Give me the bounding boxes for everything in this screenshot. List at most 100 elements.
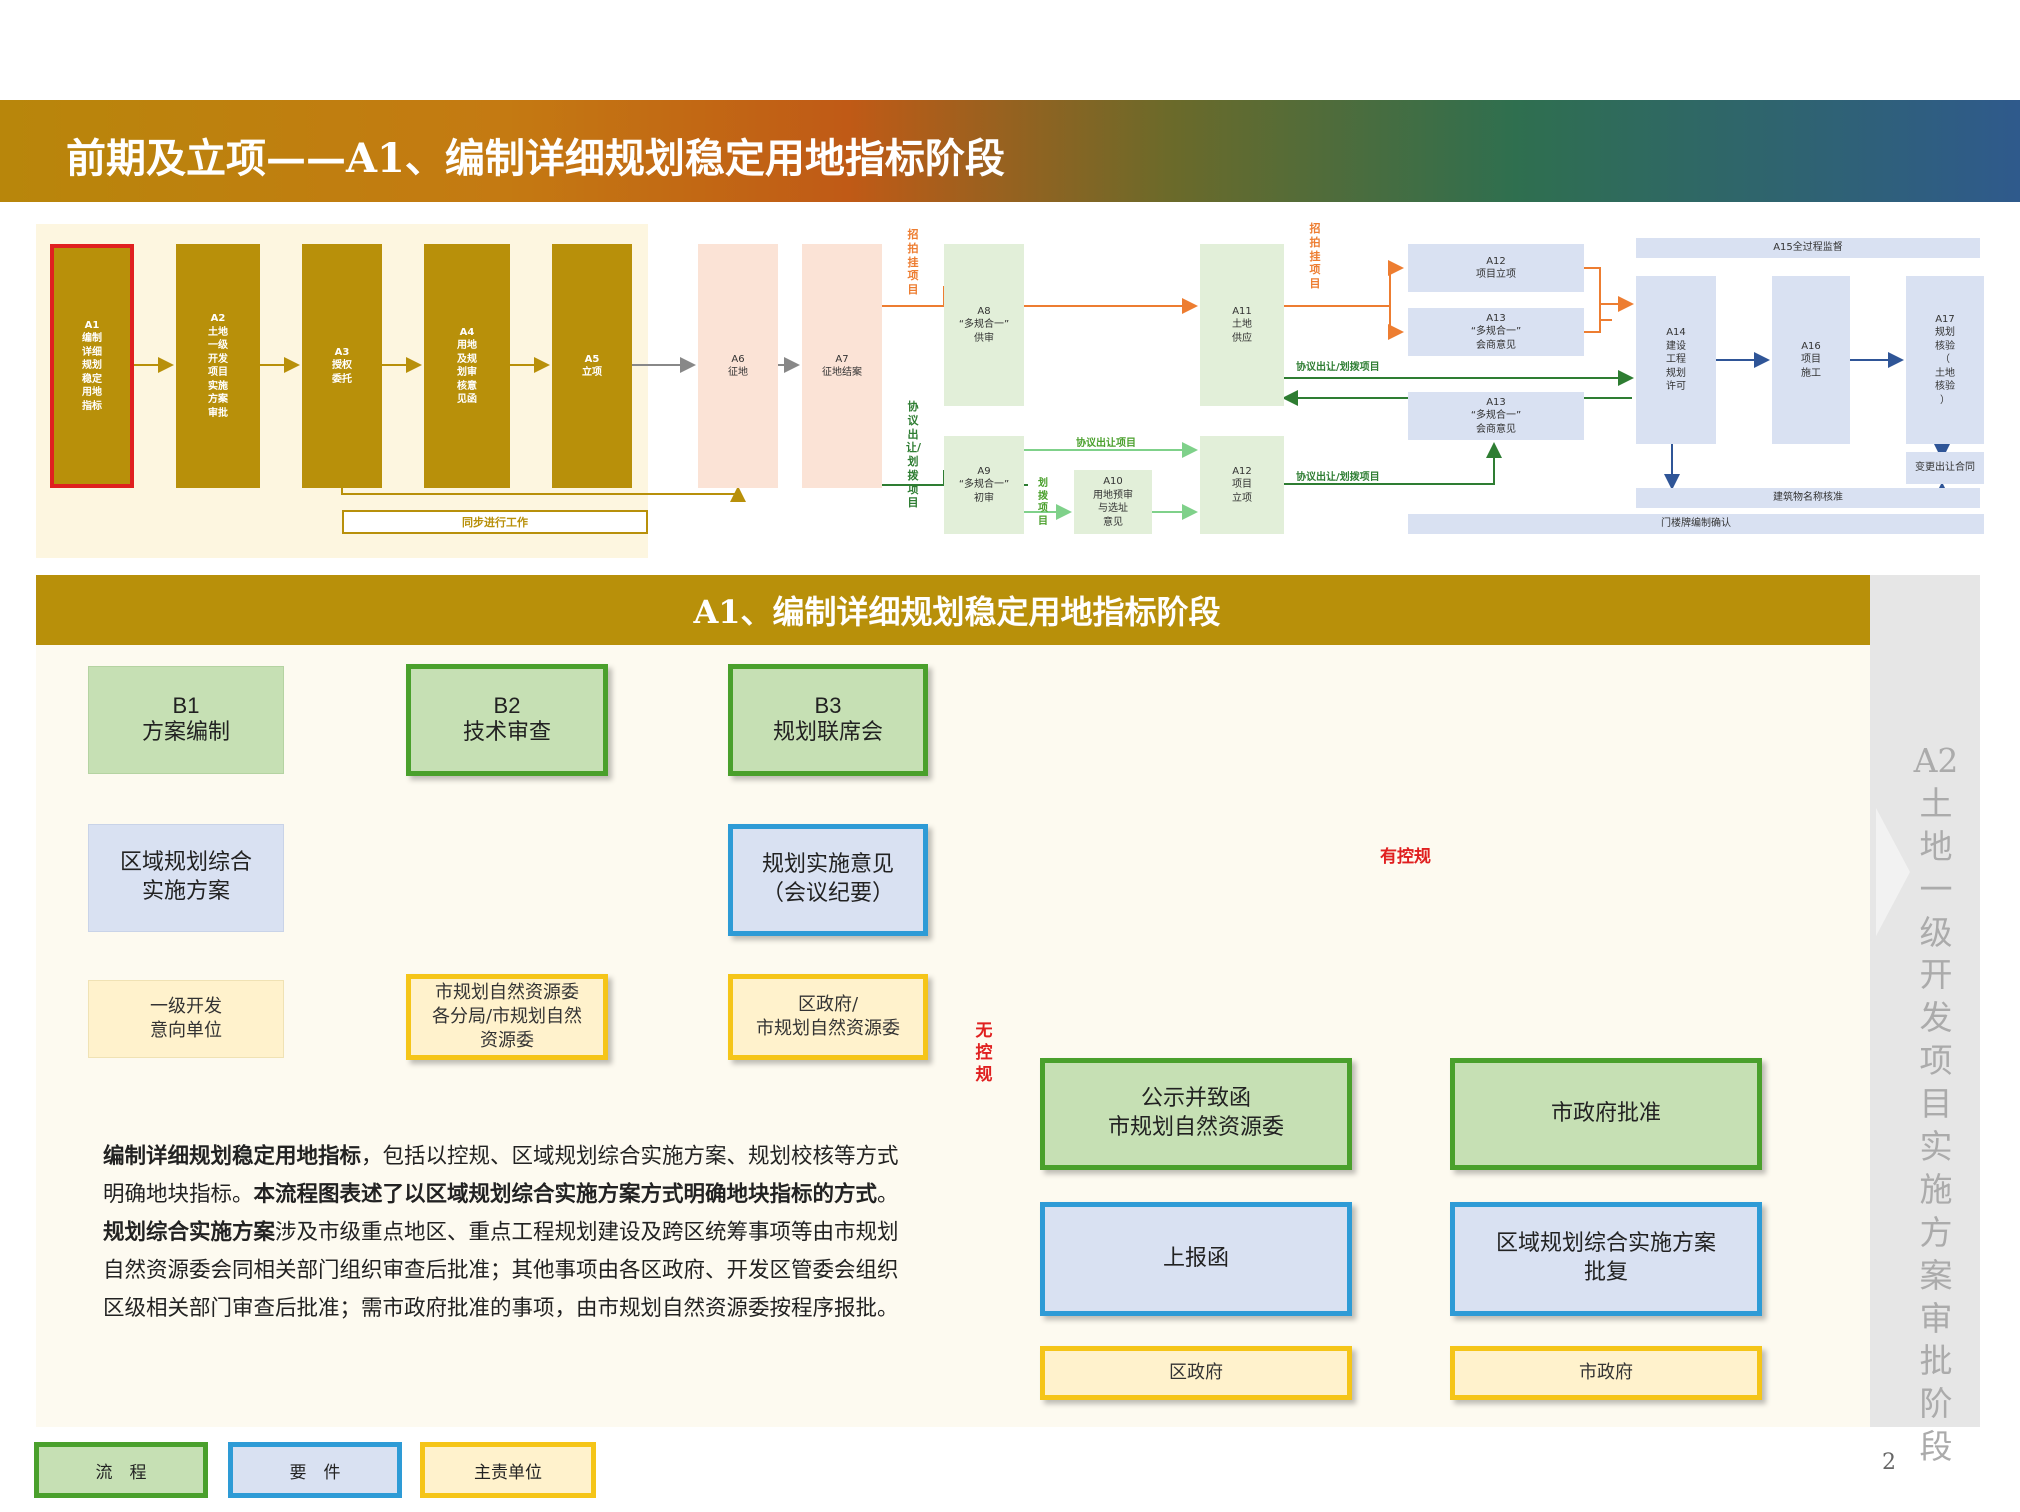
a17-label: A17 规划 核验 （ 土地 核验 ） [1935, 313, 1955, 406]
building-name-box[interactable]: 建筑物名称核准 [1636, 488, 1980, 508]
a6-label: A6 征地 [728, 353, 748, 379]
b2-label: 技术审查 [462, 719, 551, 745]
desc-p1-end: 。 [877, 1182, 899, 1207]
legend-element: 要 件 [228, 1442, 402, 1498]
desc-p1-text: ，包括以控规、区域规划综合实施方案、规划校核等方式明确地块指标。 [103, 1144, 899, 1207]
district-gov-label: 区政府 [1169, 1361, 1223, 1383]
publicity-label: 公示并致函 市规划自然资源委 [1107, 1086, 1284, 1140]
a3-label: A3 授权 委托 [332, 346, 352, 385]
b3-box[interactable]: B3 规划联席会 [728, 664, 928, 776]
a12-bottom-box[interactable]: A12 项目 立项 [1200, 436, 1284, 534]
xieyi-vertical-label: 协议出让/划拨项目 [906, 400, 922, 510]
city-gov-box[interactable]: 市政府 [1450, 1346, 1762, 1400]
zhaopai-label-2: 招拍挂项目 [1309, 222, 1321, 290]
a13-a-label: A13 “多规合一” 会商意见 [1470, 312, 1522, 351]
door-plate-box[interactable]: 门楼牌编制确认 [1408, 514, 1984, 534]
dev-unit-label: 一级开发 意向单位 [150, 995, 222, 1041]
a9-label: A9 “多规合一” 初审 [958, 465, 1010, 504]
b2-box[interactable]: B2 技术审查 [406, 664, 608, 776]
description-text: 编制详细规划稳定用地指标，包括以控规、区域规划综合实施方案、规划校核等方式明确地… [103, 1138, 903, 1328]
a2-label: A2 土地 一级 开发 项目 实施 方案 审批 [208, 313, 228, 419]
city-approve-box[interactable]: 市政府批准 [1450, 1058, 1762, 1170]
next-stage-panel[interactable] [1870, 575, 1980, 1427]
a1-box[interactable]: A1 编制 详细 规划 稳定 用地 指标 [50, 244, 134, 488]
plan-reply-label: 区域规划综合实施方案 批复 [1495, 1231, 1716, 1285]
b1-label: 方案编制 [141, 719, 230, 745]
huabo-green-label: 划拨项目 [1038, 478, 1048, 527]
a10-box[interactable]: A10 用地预审 与选址 意见 [1074, 470, 1152, 534]
a16-box[interactable]: A16 项目 施工 [1772, 276, 1850, 444]
sync-work-box[interactable]: 同步进行工作 [342, 510, 648, 534]
desc-p1-bold: 编制详细规划稳定用地指标 [103, 1144, 362, 1169]
xieyi-green-label: 协议出让项目 [1076, 438, 1136, 449]
a13-b-label: A13 “多规合一” 会商意见 [1470, 396, 1522, 435]
a6-box[interactable]: A6 征地 [698, 244, 778, 488]
a10-label: A10 用地预审 与选址 意见 [1093, 476, 1133, 528]
city-approve-label: 市政府批准 [1550, 1100, 1661, 1126]
a7-box[interactable]: A7 征地结案 [802, 244, 882, 488]
a9-box[interactable]: A9 “多规合一” 初审 [944, 436, 1024, 534]
report-letter-label: 上报函 [1162, 1245, 1229, 1271]
regional-plan-label: 区域规划综合 实施方案 [119, 850, 252, 904]
a17-box[interactable]: A17 规划 核验 （ 土地 核验 ） [1906, 276, 1984, 444]
building-name-label: 建筑物名称核准 [1773, 492, 1843, 504]
a15-box[interactable]: A15全过程监督 [1636, 238, 1980, 258]
next-stage-label: A2 土地 一级 开发 项目 实施 方案 审批 阶段 [1913, 741, 1959, 1467]
city-gov-label: 市政府 [1579, 1361, 1633, 1383]
next-stage-arrow-icon [1876, 808, 1910, 936]
description-paragraph-2: 规划综合实施方案涉及市级重点地区、重点工程规划建设及跨区统筹事项等由市规划自然资… [103, 1214, 903, 1328]
a7-label: A7 征地结案 [822, 353, 862, 379]
door-plate-label: 门楼牌编制确认 [1661, 518, 1731, 530]
desc-p2-bold: 规划综合实施方案 [103, 1220, 276, 1245]
a11-label: A11 土地 供应 [1232, 305, 1252, 344]
legend-unit: 主责单位 [420, 1442, 596, 1498]
a4-label: A4 用地 及规 划审 核意 见函 [457, 326, 477, 406]
change-contract-label: 变更出让合同 [1915, 462, 1975, 474]
b1-box[interactable]: B1 方案编制 [88, 666, 284, 774]
bureau-box[interactable]: 市规划自然资源委 各分局/市规划自然 资源委 [406, 974, 608, 1060]
a12-top-box[interactable]: A12 项目立项 [1408, 244, 1584, 292]
dev-unit-box[interactable]: 一级开发 意向单位 [88, 980, 284, 1058]
bureau-label: 市规划自然资源委 各分局/市规划自然 资源委 [431, 981, 583, 1052]
a5-box[interactable]: A5 立项 [552, 244, 632, 488]
desc-p1-bold2: 本流程图表述了以区域规划综合实施方案方式明确地块指标的方式 [253, 1182, 878, 1207]
header-banner [0, 100, 2020, 202]
b3-code: B3 [814, 692, 842, 718]
district-gov-box[interactable]: 区政府 [1040, 1346, 1352, 1400]
opinion-box[interactable]: 规划实施意见 （会议纪要） [728, 824, 928, 936]
a12-top-label: A12 项目立项 [1476, 255, 1516, 281]
page-title: 前期及立项——A1、编制详细规划稳定用地指标阶段 [66, 135, 1005, 182]
desc-p2-text: 涉及市级重点地区、重点工程规划建设及跨区统筹事项等由市规划自然资源委会同相关部门… [103, 1220, 899, 1321]
a4-box[interactable]: A4 用地 及规 划审 核意 见函 [424, 244, 510, 488]
publicity-box[interactable]: 公示并致函 市规划自然资源委 [1040, 1058, 1352, 1170]
b1-code: B1 [172, 692, 200, 718]
a2-box[interactable]: A2 土地 一级 开发 项目 实施 方案 审批 [176, 244, 260, 488]
a15-label: A15全过程监督 [1773, 242, 1843, 254]
b2-code: B2 [493, 692, 521, 718]
page-number: 2 [1882, 1450, 1896, 1475]
regional-plan-box[interactable]: 区域规划综合 实施方案 [88, 824, 284, 932]
a8-label: A8 “多规合一” 供审 [958, 305, 1010, 344]
report-letter-box[interactable]: 上报函 [1040, 1202, 1352, 1316]
xieyi-bottom-label: 协议出让/划拨项目 [1296, 472, 1380, 483]
plan-reply-box[interactable]: 区域规划综合实施方案 批复 [1450, 1202, 1762, 1316]
a13-a-box[interactable]: A13 “多规合一” 会商意见 [1408, 308, 1584, 356]
b3-label: 规划联席会 [772, 719, 883, 745]
a1-label: A1 编制 详细 规划 稳定 用地 指标 [82, 319, 102, 412]
change-contract-box[interactable]: 变更出让合同 [1906, 452, 1984, 484]
district-or-city-box[interactable]: 区政府/ 市规划自然资源委 [728, 974, 928, 1060]
section-title: A1、编制详细规划稳定用地指标阶段 [36, 575, 1878, 645]
description-paragraph-1: 编制详细规划稳定用地指标，包括以控规、区域规划综合实施方案、规划校核等方式明确地… [103, 1138, 903, 1214]
a14-box[interactable]: A14 建设 工程 规划 许可 [1636, 276, 1716, 444]
no-plan-label: 无 控 规 [975, 1021, 993, 1086]
a3-box[interactable]: A3 授权 委托 [302, 244, 382, 488]
opinion-label: 规划实施意见 （会议纪要） [761, 852, 894, 906]
district-or-city-label: 区政府/ 市规划自然资源委 [756, 993, 900, 1039]
a16-label: A16 项目 施工 [1801, 340, 1821, 379]
has-plan-label: 有控规 [1380, 847, 1431, 867]
a14-label: A14 建设 工程 规划 许可 [1666, 327, 1686, 393]
a8-box[interactable]: A8 “多规合一” 供审 [944, 244, 1024, 406]
a13-b-box[interactable]: A13 “多规合一” 会商意见 [1408, 392, 1584, 440]
a11-box[interactable]: A11 土地 供应 [1200, 244, 1284, 406]
xieyi-top-label: 协议出让/划拨项目 [1296, 362, 1380, 373]
